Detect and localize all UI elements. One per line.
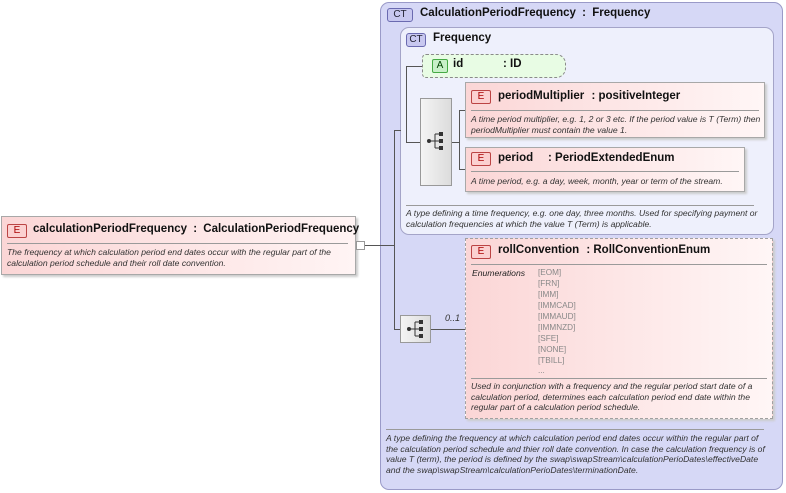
- enum-value: [IMMCAD]: [538, 301, 576, 310]
- enum-value: [IMM]: [538, 290, 559, 299]
- sequence-icon: [407, 320, 423, 338]
- period-multiplier-description: A time period multiplier, e.g. 1, 2 or 3…: [471, 114, 761, 135]
- roll-convention-name: rollConvention : RollConventionEnum: [498, 244, 710, 256]
- roll-convention-type: : RollConventionEnum: [586, 244, 711, 256]
- root-element-type: CalculationPeriodFrequency: [203, 223, 360, 235]
- expand-toggle[interactable]: [356, 241, 365, 250]
- root-element-name: calculationPeriodFrequency : Calculation…: [33, 223, 360, 235]
- period-multiplier-label: periodMultiplier: [498, 90, 585, 102]
- inner-complex-type-badge: CT: [406, 33, 426, 47]
- inner-type-name: Frequency: [433, 32, 492, 44]
- period-name: period: [498, 152, 534, 164]
- enum-value: [TBILL]: [538, 356, 565, 365]
- outer-type-description: A type defining the frequency at which c…: [386, 433, 765, 475]
- attribute-name: id: [453, 58, 464, 70]
- period-type: : PeriodExtendedEnum: [548, 152, 675, 164]
- period-multiplier-name: periodMultiplier : positiveInteger: [498, 90, 680, 102]
- enumerations-label: Enumerations: [472, 268, 526, 278]
- occurrence-label: 0..1: [445, 313, 461, 323]
- enum-value: [EOM]: [538, 268, 562, 277]
- period-multiplier-type: : positiveInteger: [591, 90, 681, 102]
- sequence-icon: [427, 132, 443, 150]
- enum-value: [IMMAUD]: [538, 312, 576, 321]
- roll-convention-label: rollConvention: [498, 244, 580, 256]
- enum-value: [FRN]: [538, 279, 560, 288]
- element-badge: E: [7, 224, 27, 238]
- outer-type-name-label: CalculationPeriodFrequency: [420, 7, 576, 19]
- outer-type-base-label: Frequency: [592, 7, 651, 19]
- period-element[interactable]: [465, 147, 745, 192]
- roll-convention-description: Used in conjunction with a frequency and…: [471, 381, 753, 413]
- root-element[interactable]: [1, 216, 356, 275]
- enum-value: [IMMNZD]: [538, 323, 576, 332]
- complex-type-badge: CT: [387, 8, 413, 22]
- sequence-compositor[interactable]: [420, 98, 452, 186]
- element-badge: E: [471, 152, 491, 166]
- attribute-badge: A: [432, 59, 448, 73]
- element-badge: E: [471, 245, 491, 259]
- attribute-type: : ID: [503, 58, 522, 70]
- enum-value: [SFE]: [538, 334, 559, 343]
- root-element-description: The frequency at which calculation perio…: [7, 247, 331, 268]
- inner-type-description: A type defining a time frequency, e.g. o…: [406, 208, 758, 229]
- enum-value: [NONE]: [538, 345, 567, 354]
- sequence-compositor-outer[interactable]: [400, 315, 431, 343]
- roll-convention-element[interactable]: [465, 238, 773, 419]
- period-description: A time period, e.g. a day, week, month, …: [471, 176, 723, 186]
- enum-value: ...: [538, 366, 545, 375]
- outer-type-name: CalculationPeriodFrequency : Frequency: [420, 7, 651, 19]
- element-badge: E: [471, 90, 491, 104]
- root-element-label: calculationPeriodFrequency: [33, 223, 188, 235]
